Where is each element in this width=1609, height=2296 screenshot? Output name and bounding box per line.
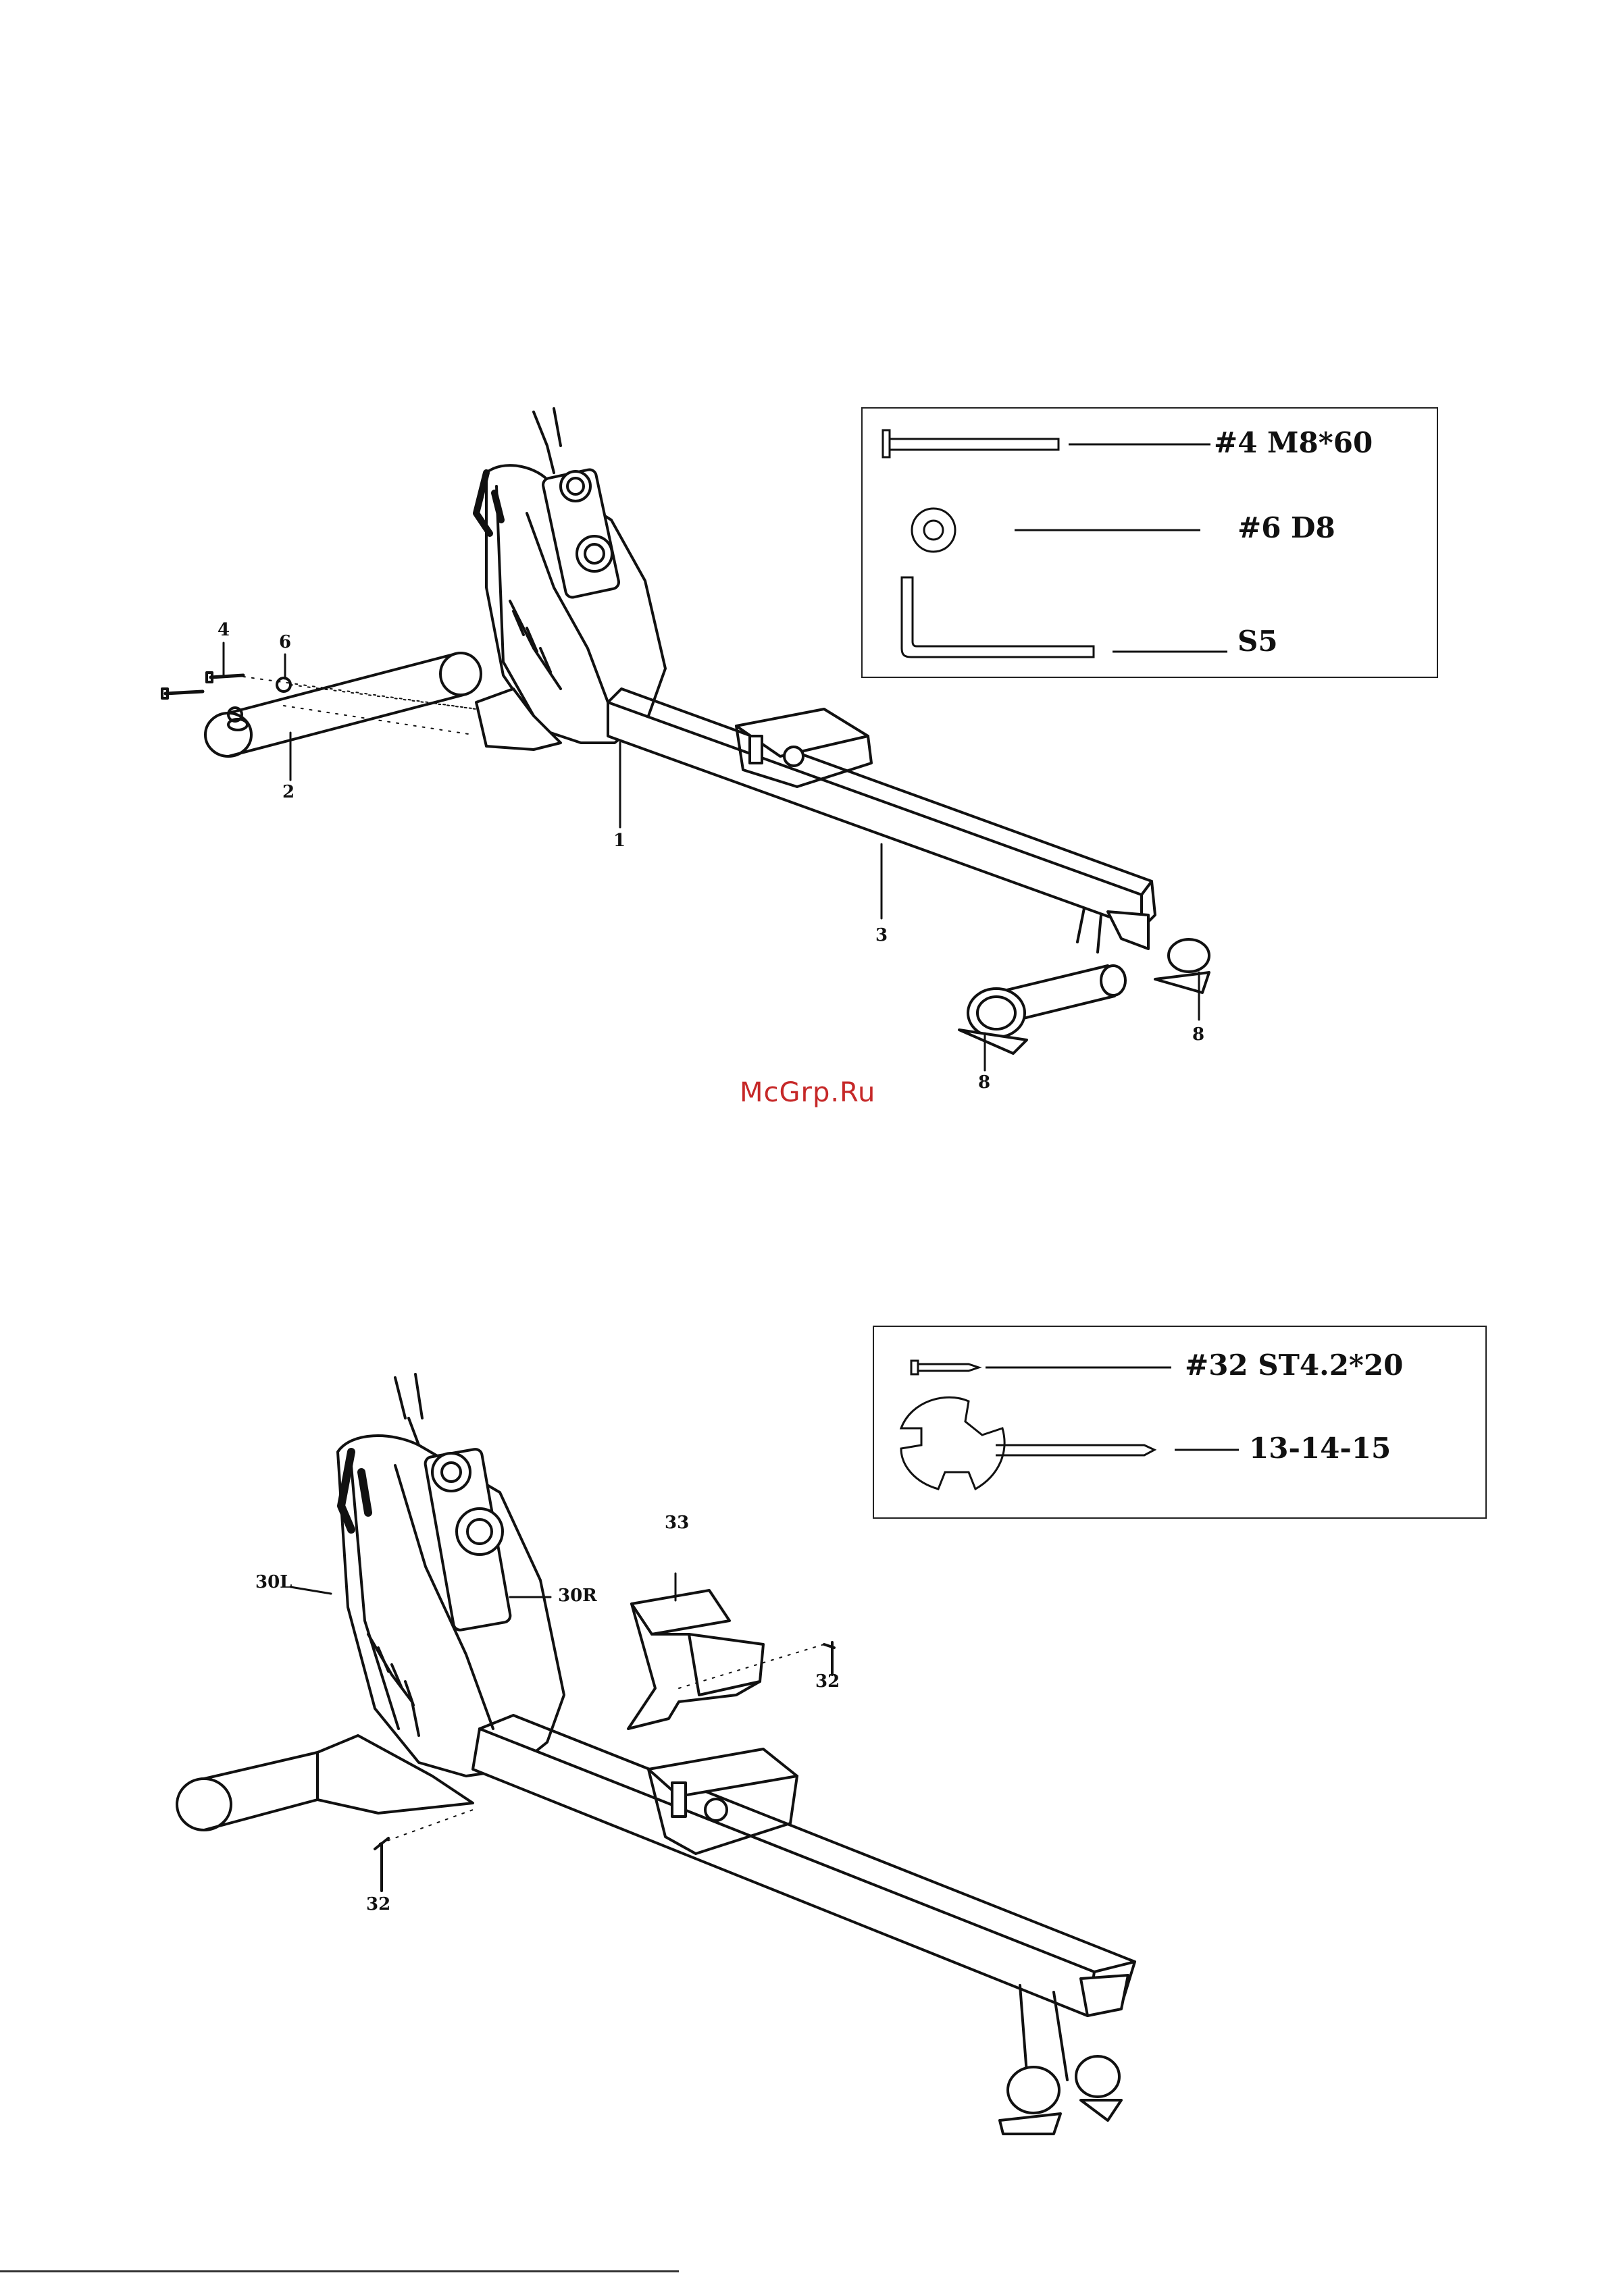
bolt-part-4 (162, 673, 243, 698)
rear-stabilizer (959, 939, 1209, 1053)
hardware-label-allen-key: S5 (1237, 625, 1278, 658)
washer-icon (912, 508, 1200, 552)
side-cover-30l-30r (338, 1374, 564, 1776)
slide-rail (473, 1715, 1135, 2080)
watermark: McGrp.Ru (740, 1077, 875, 1108)
hardware-label-bolt: #4 M8*60 (1214, 426, 1373, 459)
hardware-label-screw: #32 ST4.2*20 (1185, 1349, 1403, 1382)
step2-hardware-box: #32 ST4.2*20 13-14-15 (873, 1326, 1487, 1519)
callout-part-8-left: 8 (978, 1072, 990, 1093)
allen-key-icon (902, 577, 1227, 657)
main-frame-part-1 (476, 409, 665, 750)
bolt-icon (883, 430, 1210, 457)
wrench-tool-icon (901, 1397, 1239, 1489)
callout-part-2: 2 (282, 782, 295, 802)
screw-icon (911, 1361, 1171, 1374)
hardware-label-tool: 13-14-15 (1249, 1432, 1391, 1465)
callout-part-32-right: 32 (815, 1671, 840, 1692)
callout-part-1: 1 (613, 831, 625, 851)
callout-part-3: 3 (875, 925, 888, 945)
hardware-label-washer: #6 D8 (1237, 511, 1335, 544)
phone-holder-part-33 (628, 1590, 763, 1729)
callout-part-30l: 30L (255, 1572, 292, 1592)
callout-part-4: 4 (218, 620, 230, 640)
callout-part-30r: 30R (558, 1586, 597, 1606)
callout-part-8-right: 8 (1192, 1024, 1204, 1045)
callout-part-6: 6 (279, 632, 291, 652)
step1-hardware-box: #4 M8*60 #6 D8 S5 (861, 407, 1438, 678)
rear-stabilizer (1000, 2056, 1121, 2134)
page-footer-rule (0, 2270, 679, 2272)
callout-part-32-left: 32 (366, 1894, 390, 1914)
callout-part-33: 33 (665, 1513, 689, 1533)
